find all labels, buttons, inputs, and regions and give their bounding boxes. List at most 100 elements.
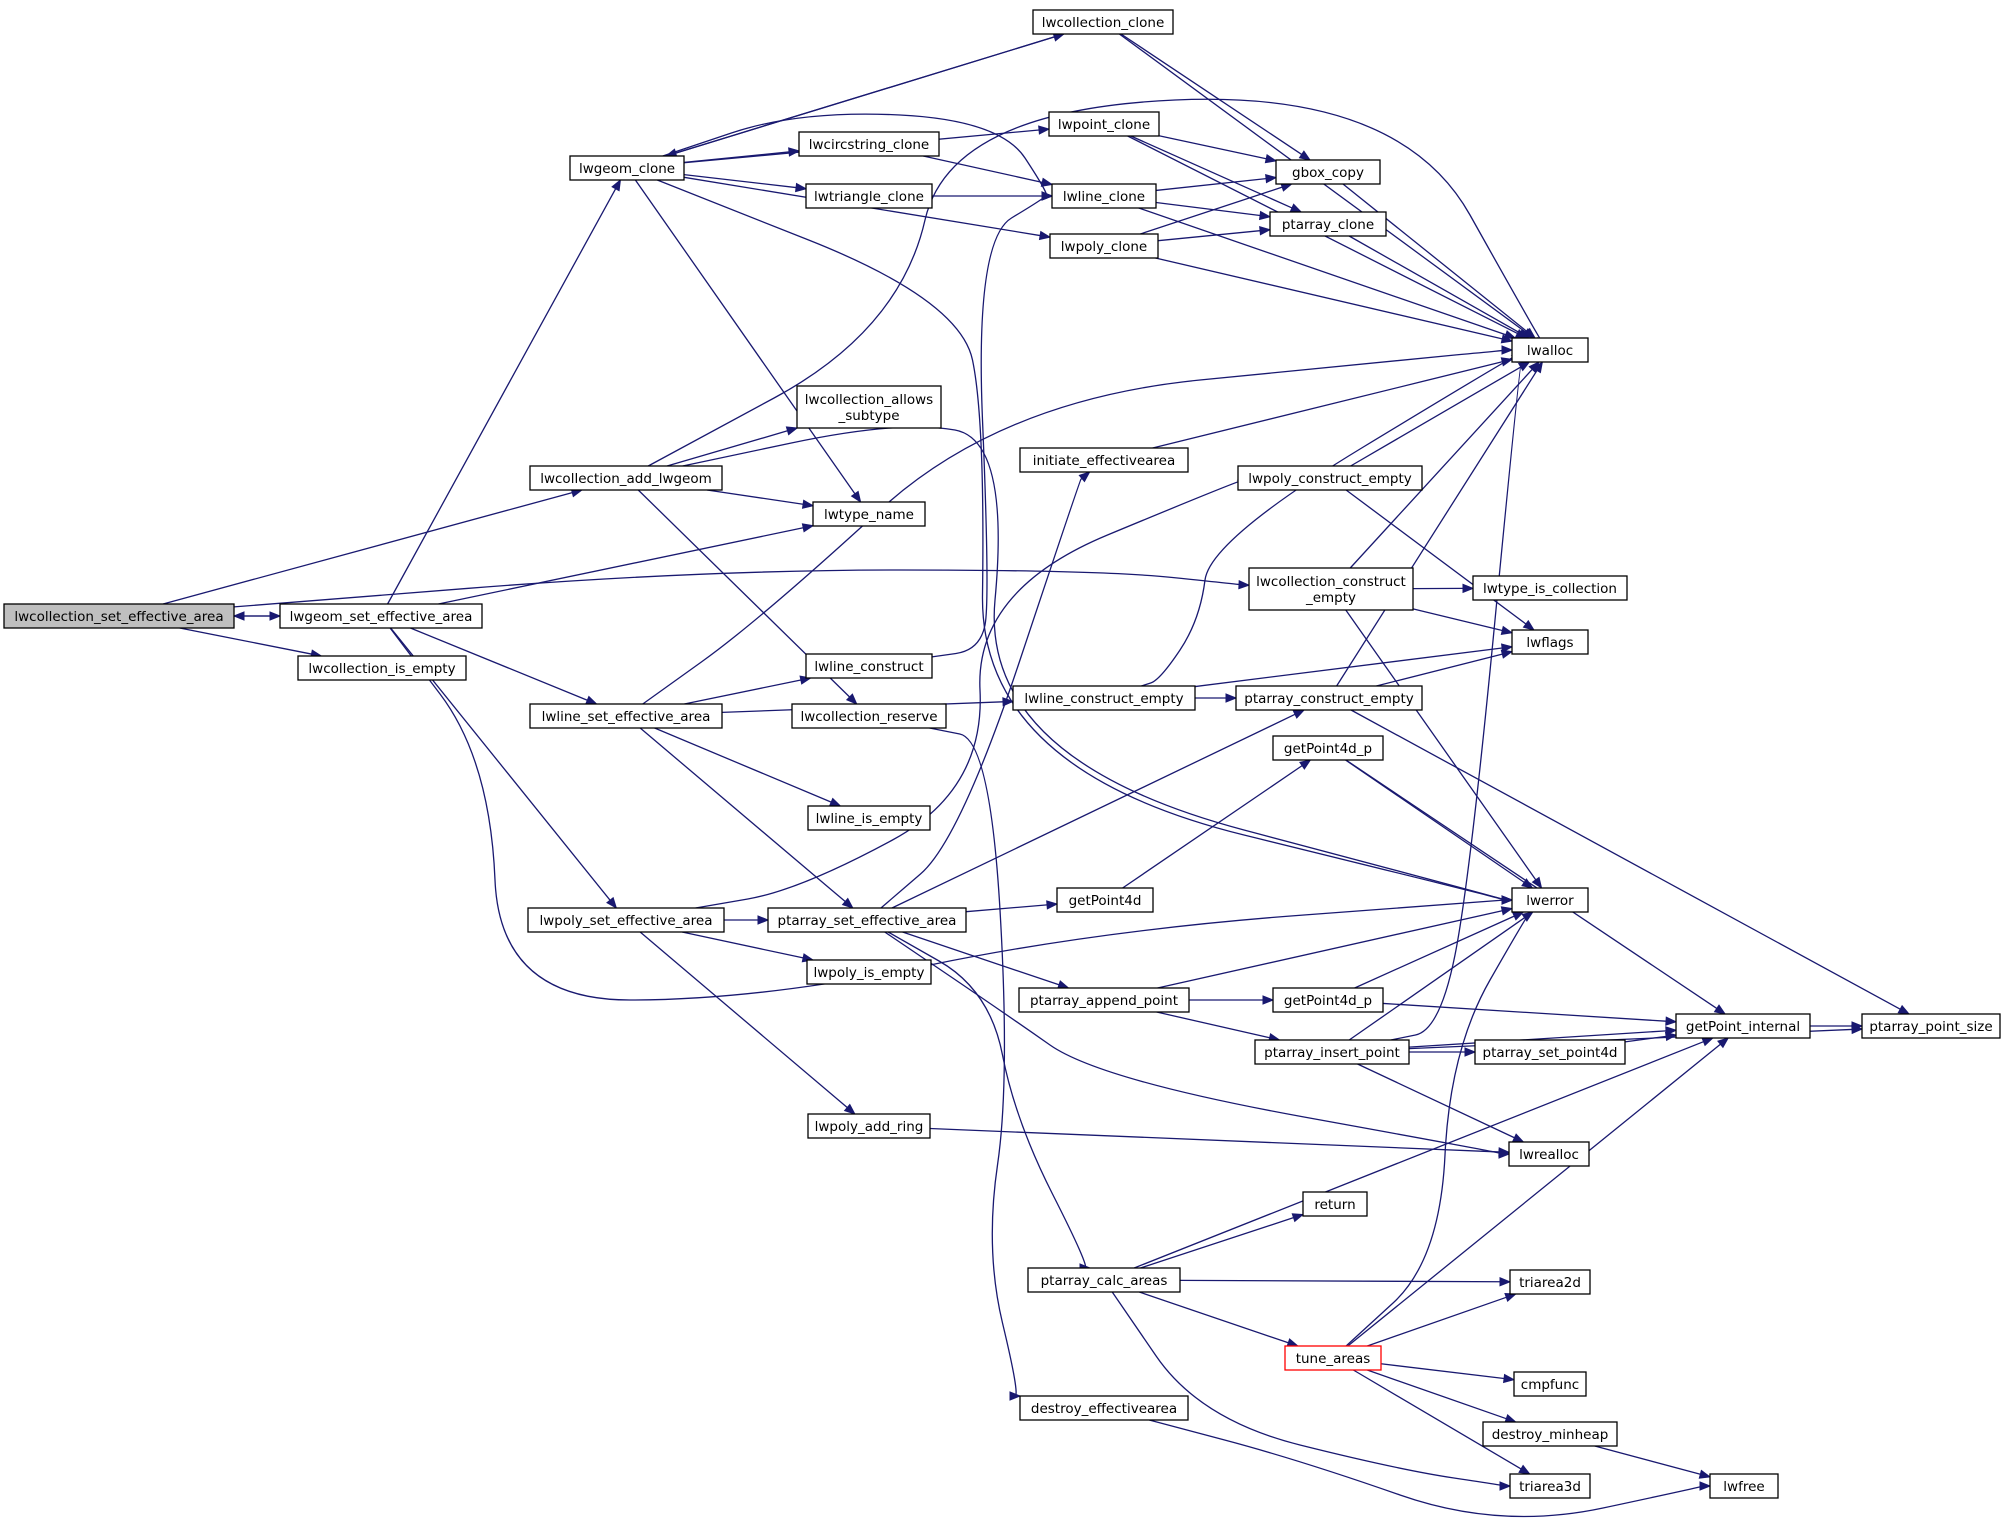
node-box: [1284, 1345, 1382, 1371]
node-box: [1302, 1191, 1368, 1217]
edge-lwline_set_effective_area-to-lwalloc: [642, 345, 1514, 705]
node-box: [805, 653, 933, 679]
edge-line: [1350, 366, 1522, 467]
node-lwgeom-clone[interactable]: lwgeom_clone: [569, 155, 685, 181]
arrowhead-icon: [1041, 191, 1054, 201]
node-ptarray-calc-areas[interactable]: ptarray_calc_areas: [1027, 1267, 1181, 1293]
node-label: lwcircstring_clone: [809, 137, 929, 153]
node-lwcircstring-clone[interactable]: lwcircstring_clone: [798, 131, 940, 157]
node-lwtype-name[interactable]: lwtype_name: [812, 501, 926, 527]
node-lwline-construct[interactable]: lwline_construct: [805, 653, 933, 679]
node-label: ptarray_calc_areas: [1041, 1273, 1168, 1289]
node-lwerror[interactable]: lwerror: [1511, 887, 1589, 913]
edge-lwtriangle_clone-to-lwline_clone: [932, 191, 1054, 201]
edge-lwcollection_set_effective_area-to-lwcollection_construct_empty: [233, 569, 1251, 608]
edge-lwline_set_effective_area-to-ptarray_set_effective_area: [639, 727, 854, 909]
edge-lwgeom_clone-to-lwtype_name: [634, 179, 862, 504]
node-lwcollection-construct-empty[interactable]: lwcollection_construct_empty: [1248, 567, 1414, 611]
edge-tune_areas-to-lwerror: [1345, 903, 1538, 1347]
node-lwline-is-empty[interactable]: lwline_is_empty: [807, 805, 931, 831]
node-lwgeom-set-effective-area[interactable]: lwgeom_set_effective_area: [279, 603, 483, 629]
node-lwpoly-construct-empty[interactable]: lwpoly_construct_empty: [1237, 465, 1423, 491]
node-label: lwpoly_set_effective_area: [539, 913, 712, 929]
node-lwcollection-clone[interactable]: lwcollection_clone: [1032, 9, 1174, 35]
node-ptarray-append-point[interactable]: ptarray_append_point: [1018, 987, 1190, 1013]
edge-tune_areas-to-getPoint_internal: [1347, 1037, 1730, 1347]
node-lwpoly-clone[interactable]: lwpoly_clone: [1049, 233, 1159, 259]
node-getPoint-internal[interactable]: getPoint_internal: [1675, 1013, 1811, 1039]
node-gbox-copy[interactable]: gbox_copy: [1275, 159, 1381, 185]
node-label: ptarray_clone: [1282, 217, 1374, 233]
node-triarea2d[interactable]: triarea2d: [1509, 1269, 1591, 1295]
edge-tune_areas-to-triarea3d: [1353, 1369, 1531, 1475]
node-lwcollection-allows-subtype[interactable]: lwcollection_allows_subtype: [796, 385, 942, 429]
node-lwpoly-add-ring[interactable]: lwpoly_add_ring: [807, 1113, 931, 1139]
edge-ptarray_construct_empty-to-lwalloc: [1336, 360, 1544, 687]
edge-lwline_clone-to-gbox_copy: [1155, 173, 1278, 192]
node-lwflags[interactable]: lwflags: [1511, 629, 1589, 655]
arrowhead-icon: [850, 490, 862, 504]
node-ptarray-set-point4d[interactable]: ptarray_set_point4d: [1474, 1039, 1626, 1065]
node-lwline-clone[interactable]: lwline_clone: [1051, 183, 1157, 209]
node-lwline-construct-empty[interactable]: lwline_construct_empty: [1012, 685, 1196, 711]
node-destroy-effectivearea[interactable]: destroy_effectivearea: [1019, 1395, 1189, 1421]
edge-line: [902, 931, 1060, 986]
edge-ptarray_insert_point-to-lwrealloc: [1357, 1063, 1525, 1143]
arrowhead-icon: [1298, 150, 1312, 161]
node-destroy-minheap[interactable]: destroy_minheap: [1482, 1421, 1618, 1447]
node-lwcollection-is-empty[interactable]: lwcollection_is_empty: [297, 655, 467, 681]
node-lwpoly-set-effective-area[interactable]: lwpoly_set_effective_area: [527, 907, 725, 933]
node-lwalloc[interactable]: lwalloc: [1511, 337, 1589, 363]
node-lwcollection-set-effective-area[interactable]: lwcollection_set_effective_area: [3, 603, 235, 629]
node-box: [1019, 447, 1189, 473]
node-box: [1474, 1039, 1626, 1065]
node-getPoint4d-p-low[interactable]: getPoint4d_p: [1272, 987, 1384, 1013]
node-triarea3d[interactable]: triarea3d: [1509, 1473, 1591, 1499]
edge-line: [929, 727, 1017, 1397]
node-lwfree[interactable]: lwfree: [1709, 1473, 1779, 1499]
node-box: [1235, 685, 1423, 711]
node-initiate-effectivearea[interactable]: initiate_effectivearea: [1019, 447, 1189, 473]
edge-line: [1120, 33, 1303, 155]
node-label: lwrealloc: [1519, 1147, 1579, 1163]
node-lwpoly-is-empty[interactable]: lwpoly_is_empty: [806, 959, 932, 985]
node-lwtype-is-collection[interactable]: lwtype_is_collection: [1472, 575, 1628, 601]
node-label: ptarray_set_point4d: [1483, 1045, 1618, 1061]
edge-ptarray_append_point-to-getPoint4d_p_low: [1189, 995, 1275, 1005]
node-box: [1511, 337, 1589, 363]
arrowhead-icon: [1698, 1469, 1712, 1479]
node-getPoint4d[interactable]: getPoint4d: [1056, 887, 1154, 913]
node-lwrealloc[interactable]: lwrealloc: [1508, 1141, 1590, 1167]
node-lwcollection-reserve[interactable]: lwcollection_reserve: [791, 703, 947, 729]
edge-line: [1336, 370, 1538, 687]
arrowhead-icon: [1259, 226, 1272, 236]
node-label: ptarray_insert_point: [1264, 1045, 1400, 1061]
node-box: [1248, 567, 1414, 611]
node-lwpoint-clone[interactable]: lwpoint_clone: [1048, 111, 1160, 137]
node-box: [527, 907, 725, 933]
node-cmpfunc[interactable]: cmpfunc: [1513, 1371, 1587, 1397]
node-ptarray-construct-empty[interactable]: ptarray_construct_empty: [1235, 685, 1423, 711]
node-ptarray-point-size[interactable]: ptarray_point_size: [1861, 1013, 2001, 1039]
edge-lwpoly_set_effective_area-to-lwpoly_is_empty: [681, 931, 815, 963]
node-box: [1511, 887, 1589, 913]
node-ptarray-clone[interactable]: ptarray_clone: [1269, 211, 1387, 237]
arrowhead-icon: [788, 147, 801, 157]
arrowhead-icon: [1038, 230, 1052, 241]
node-lwtriangle-clone[interactable]: lwtriangle_clone: [805, 183, 933, 209]
edge-line: [683, 151, 790, 163]
node-ptarray-set-effective-area[interactable]: ptarray_set_effective_area: [767, 907, 967, 933]
edge-line: [931, 195, 1046, 658]
edge-lwpoly_clone-to-lwalloc: [1155, 257, 1514, 344]
node-lwline-set-effective-area[interactable]: lwline_set_effective_area: [529, 703, 723, 729]
edge-line: [706, 489, 804, 505]
node-return[interactable]: return: [1302, 1191, 1368, 1217]
node-getPoint4d-p-top[interactable]: getPoint4d_p: [1272, 735, 1384, 761]
arrowhead-icon: [1713, 1004, 1727, 1015]
node-box: [1019, 1395, 1189, 1421]
node-lwcollection-add-lwgeom[interactable]: lwcollection_add_lwgeom: [529, 465, 723, 491]
edge-lwgeom_set_effective_area-to-lwtype_name: [438, 523, 815, 605]
node-ptarray-insert-point[interactable]: ptarray_insert_point: [1254, 1039, 1410, 1065]
edge-ptarray_set_effective_area-to-lwrealloc: [884, 931, 1511, 1159]
node-tune-areas[interactable]: tune_areas: [1284, 1345, 1382, 1371]
